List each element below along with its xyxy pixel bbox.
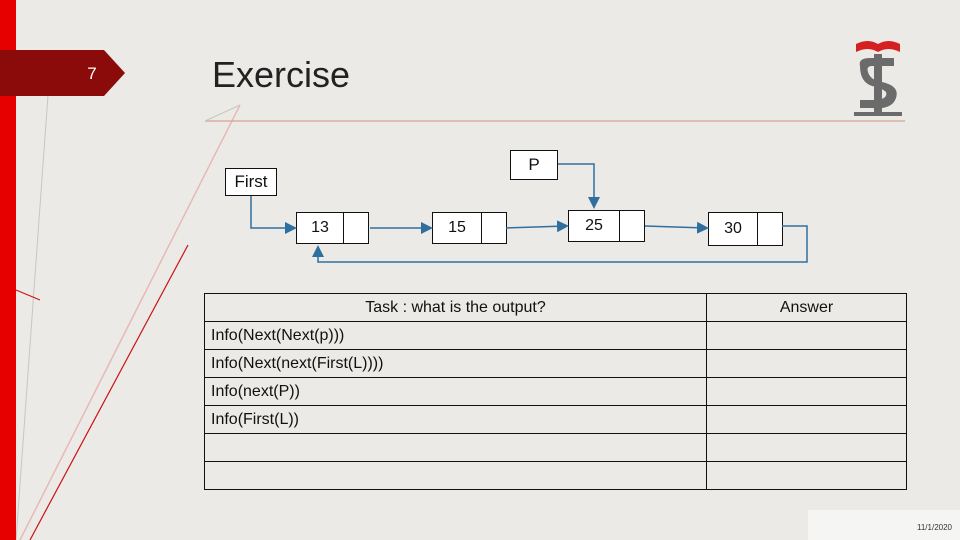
table-row — [204, 433, 907, 462]
node-next-cell — [756, 212, 783, 246]
task-cell: Info(Next(next(First(L)))) — [204, 349, 707, 378]
node-next-cell — [618, 210, 645, 242]
answer-cell[interactable] — [706, 377, 907, 406]
answer-cell[interactable] — [706, 349, 907, 378]
slide-number: 7 — [87, 64, 97, 83]
header-answer: Answer — [706, 293, 907, 322]
task-cell: Info(Next(Next(p))) — [204, 321, 707, 350]
first-label: First — [234, 172, 268, 191]
table-row: Info(next(P)) — [204, 377, 907, 406]
answer-cell[interactable] — [706, 405, 907, 434]
left-accent-bar — [0, 0, 16, 540]
list-node: 30 — [708, 212, 783, 246]
answer-cell[interactable] — [706, 321, 907, 350]
table-row: Info(First(L)) — [204, 405, 907, 434]
node-next-cell — [342, 212, 369, 244]
table-row: Info(Next(Next(p))) — [204, 321, 907, 350]
slide-date: 11/1/2020 — [917, 523, 952, 532]
task-cell — [204, 433, 707, 462]
next-arrow-15 — [505, 220, 569, 233]
header-task: Task : what is the output? — [204, 293, 707, 322]
table-row: Info(Next(next(First(L)))) — [204, 349, 907, 378]
p-arrow — [558, 163, 600, 209]
node-info-cell: 15 — [432, 212, 482, 244]
slide-title: Exercise — [212, 54, 351, 95]
list-node: 15 — [432, 212, 507, 244]
first-pointer-box: First — [225, 168, 277, 196]
next-arrow-25 — [644, 221, 709, 234]
node-info-cell: 13 — [296, 212, 344, 244]
table-header-row: Task : what is the output? Answer — [204, 293, 907, 322]
table-row — [204, 461, 907, 490]
task-cell — [204, 461, 707, 490]
node-next-cell — [480, 212, 507, 244]
slide-number-tab — [0, 50, 125, 96]
answer-cell[interactable] — [706, 433, 907, 462]
list-node: 13 — [296, 212, 369, 244]
first-arrow — [250, 196, 297, 234]
p-label: P — [528, 155, 540, 174]
university-logo-icon — [854, 41, 902, 116]
task-cell: Info(next(P)) — [204, 377, 707, 406]
task-table: Task : what is the output? Answer Info(N… — [204, 293, 907, 490]
footer-box — [808, 510, 960, 540]
circular-arrow-30 — [312, 225, 808, 263]
answer-cell[interactable] — [706, 461, 907, 490]
p-pointer-box: P — [510, 150, 558, 180]
task-cell: Info(First(L)) — [204, 405, 707, 434]
